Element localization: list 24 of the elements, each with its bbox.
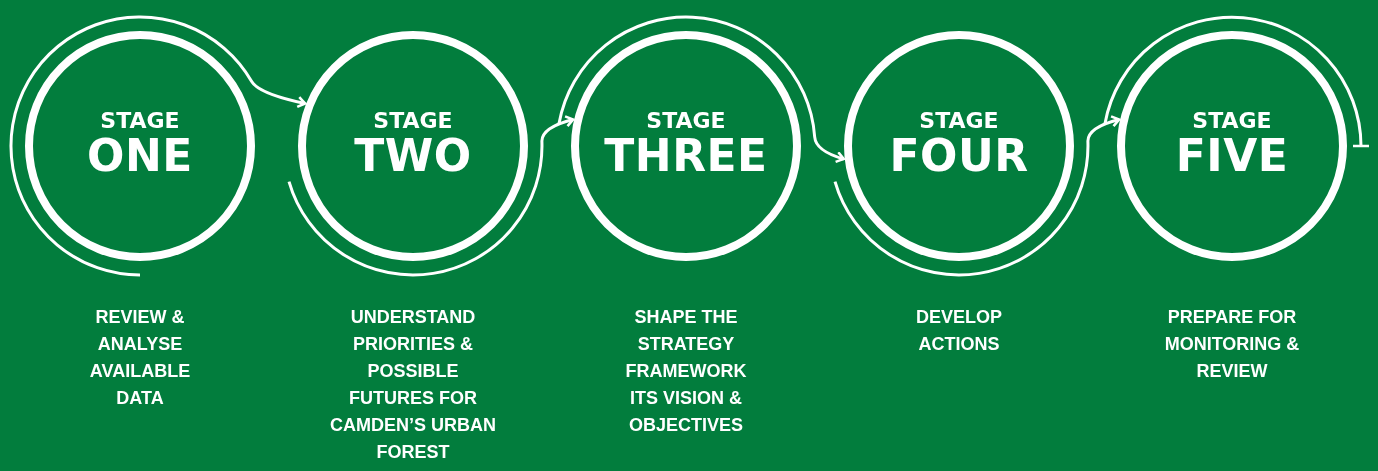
stage-circle (844, 31, 1074, 261)
stage-label: STAGE (646, 108, 726, 133)
stage-circle (571, 31, 801, 261)
stage-label: STAGE (1192, 108, 1272, 133)
stage-circle (25, 31, 255, 261)
stage-number: FIVE (1175, 133, 1289, 180)
stage-label: STAGE (919, 108, 999, 133)
stage-circle (1117, 31, 1347, 261)
stage-number: THREE (604, 133, 768, 180)
stage-circle (298, 31, 528, 261)
stage-number: ONE (87, 133, 193, 180)
stage-description: PREPARE FOR MONITORING & REVIEW (1163, 306, 1301, 383)
stage-label: STAGE (100, 108, 180, 133)
curved-arrow (833, 115, 1121, 277)
stage-description: DEVELOP ACTIONS (915, 306, 1003, 356)
stage-label: STAGE (373, 108, 453, 133)
curved-arrow (557, 15, 845, 164)
stage-description: SHAPE THE STRATEGY FRAMEWORK ITS VISION & OBJECTIVES (624, 306, 748, 437)
stage-number: TWO (354, 133, 472, 180)
curved-arrow (287, 115, 575, 277)
stage-description: UNDERSTAND PRIORITIES & POSSIBLE FUTURES FOR CAMDEN’S URBAN FOREST (329, 306, 497, 464)
stage-number: FOUR (889, 133, 1029, 180)
stage-description: REVIEW & ANALYSE AVAILABLE DATA (88, 306, 192, 410)
curved-arrow (9, 15, 307, 277)
